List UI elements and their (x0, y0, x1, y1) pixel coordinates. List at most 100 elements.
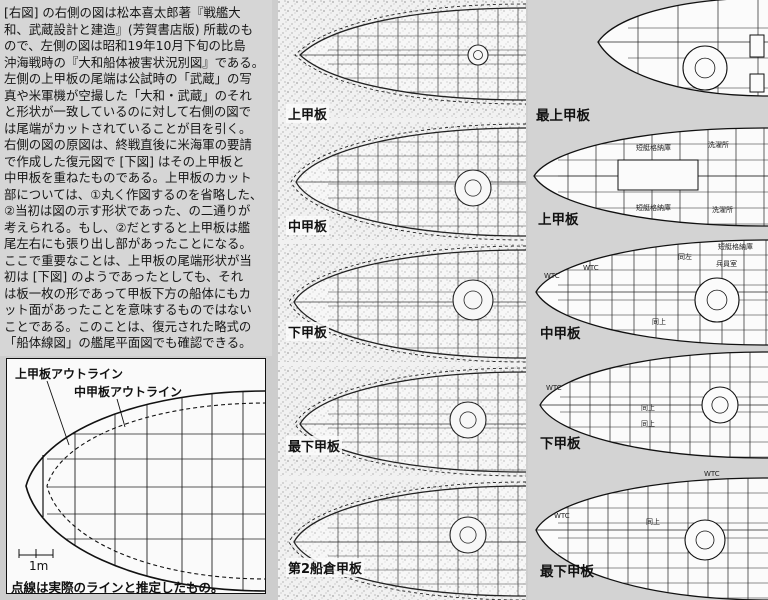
article-line: [右図] の右側の図は松本喜太郎著『戦艦大 (4, 5, 241, 20)
article-line: で作成した復元図で [下図] はその上甲板と (4, 153, 245, 169)
leader-line (116, 398, 126, 428)
hull-outline (299, 7, 526, 101)
article-text: [右図] の右側の図は松本喜太郎著『戦艦大 和、武蔵設計と建造』(芳賀書店版) … (0, 0, 272, 356)
compartment-note: WTC (704, 470, 720, 478)
turret-barbette (449, 401, 487, 439)
article-line: 「船体線図」の艦尾平面図でも確認できる。 (4, 335, 252, 350)
upper-deck-outline-label: 上甲板アウトライン (15, 367, 124, 381)
figure-caption: 点線は実際のラインと推定したもの。 (11, 580, 224, 594)
article-line: ここで重要なことは、上甲板の尾端形状が当 (4, 252, 252, 268)
turret-center-ring (463, 290, 483, 310)
compartment-note: 洗濯所 (712, 206, 733, 214)
turret-barbette (694, 277, 740, 323)
hull-outline (293, 485, 526, 597)
compartment-note: 同上 (646, 518, 660, 526)
compartment-note: 短艇格納庫 (718, 243, 753, 251)
mid-label-lowest-deck: 最下甲板 (286, 436, 343, 455)
upper-deck-outline (25, 390, 265, 592)
turret-barbette (467, 44, 489, 66)
outer-deck-outline (290, 123, 526, 241)
compartment-grid (47, 391, 265, 591)
compartment-note: 短艇格納庫 (636, 144, 671, 152)
compartment-note: WTC (546, 384, 562, 392)
turret-barbette (701, 386, 739, 424)
hull-outline (539, 351, 768, 459)
article-line: と形状が一致しているのに対して右側の図で (4, 104, 252, 119)
article-line: 沖海戦時の『大和船体被害状況別図』である。 (4, 54, 265, 70)
leader-line (46, 380, 70, 446)
turret-center-ring (464, 179, 482, 197)
compartment-note: 短艇格納庫 (636, 204, 671, 212)
turret-center-ring (694, 57, 716, 79)
mid-label-second-hold-deck: 第2船倉甲板 (286, 558, 365, 577)
turret-barbette (449, 516, 487, 554)
hull-fill (536, 478, 768, 600)
turret-barbette (452, 279, 494, 321)
right-label-upper-deck: 上甲板 (538, 212, 579, 228)
compartment-note: 洗濯所 (708, 141, 729, 149)
superstructure-block (617, 159, 699, 191)
reconstructed-deck-plans: 最上甲板 上甲板 中甲板 下甲板 最下甲板 短艇格納庫 洗濯所 短艇格納庫 洗濯… (528, 0, 768, 600)
outer-deck-outline (294, 3, 526, 105)
scanned-deck-drawings (278, 0, 526, 600)
compartment-note: 同上 (641, 404, 655, 412)
mid-label-upper-deck: 上甲板 (286, 104, 330, 123)
hull-outline (535, 477, 768, 600)
article-line: は尾端がカットされていることが目を引く。 (4, 120, 252, 136)
reconstructed-deck-drawings (533, 0, 768, 600)
deck-fitting (749, 73, 765, 93)
article-line: 和、武蔵設計と建造』(芳賀書店版) 所載のも (4, 21, 254, 37)
estimated-line (46, 402, 265, 580)
mid-label-lower-deck: 下甲板 (286, 322, 330, 341)
right-label-lowest-deck: 最下甲板 (540, 564, 594, 580)
right-label-middle-deck: 中甲板 (540, 326, 581, 342)
article-line: は板一枚の形であって甲板下方の船体にもカ (4, 285, 252, 301)
damage-report-deck-plans: 上甲板 中甲板 下甲板 最下甲板 第2船倉甲板 (278, 0, 526, 600)
hull-outline (597, 0, 768, 97)
turret-barbette (454, 169, 492, 207)
compartment-note: WTC (554, 512, 570, 520)
article-line: ので、左側の図は昭和19年10月下旬の比島 (4, 38, 246, 53)
hull-outline (533, 127, 768, 227)
turret-center-ring (459, 526, 477, 544)
article-line: ことである。このことは、復元された略式の (4, 318, 252, 334)
turret-center-ring (695, 530, 715, 550)
compartment-note: 同左 (678, 253, 692, 261)
article-line: 中甲板を重ねたものである。上甲板のカット (4, 170, 252, 185)
article-line: 考えられる。もし、②だとすると上甲板は艦 (4, 219, 251, 235)
hull-outline (295, 127, 526, 237)
hull-outline (293, 249, 526, 359)
deck-outline-figure: 上甲板アウトライン 中甲板アウトライン 1m 点線は実際のラインと推定したもの。 (6, 358, 266, 594)
deck-fitting (749, 34, 765, 58)
turret-center-ring (459, 411, 477, 429)
outer-deck-outline (288, 481, 526, 600)
middle-deck-outline-label: 中甲板アウトライン (74, 385, 183, 399)
mid-label-middle-deck: 中甲板 (286, 216, 330, 235)
hull-outline (535, 239, 768, 346)
article-line: 左側の上甲板の尾端は公試時の「武蔵」の写 (4, 71, 252, 86)
turret-center-ring (711, 396, 729, 414)
turret-barbette (684, 519, 726, 561)
article-line: 部については、①丸く作図するのを省略した、 (4, 186, 263, 202)
turret-center-ring (706, 289, 728, 311)
deck-outline-drawing (18, 380, 265, 592)
article-line: 初は [下図] のようであったとしても、それ (4, 269, 244, 284)
outer-deck-outline (288, 245, 526, 363)
right-label-top-deck: 最上甲板 (536, 108, 590, 124)
article-line: 右側の図の原図は、終戦直後に米海軍の要請 (4, 137, 252, 152)
compartment-note: WTC (583, 264, 599, 272)
article-line: 尾左右にも張り出し部があったことになる。 (4, 236, 252, 251)
article-line: 真や米軍機が空撮した「大和・武蔵」のそれ (4, 87, 252, 103)
turret-barbette (682, 45, 728, 91)
compartment-note: 兵員室 (716, 260, 737, 268)
article-line: ット面があったことを意味するものではない (4, 302, 252, 317)
scale-label: 1m (29, 559, 49, 573)
outer-deck-outline (294, 367, 526, 477)
right-label-lower-deck: 下甲板 (540, 436, 581, 452)
compartment-note: 同上 (652, 318, 666, 326)
hull-outline (299, 371, 526, 473)
compartment-note: WTC (544, 272, 560, 280)
article-line: ②当初は図の示す形状であった、の二通りが (4, 203, 251, 218)
hull-fill (598, 0, 768, 96)
